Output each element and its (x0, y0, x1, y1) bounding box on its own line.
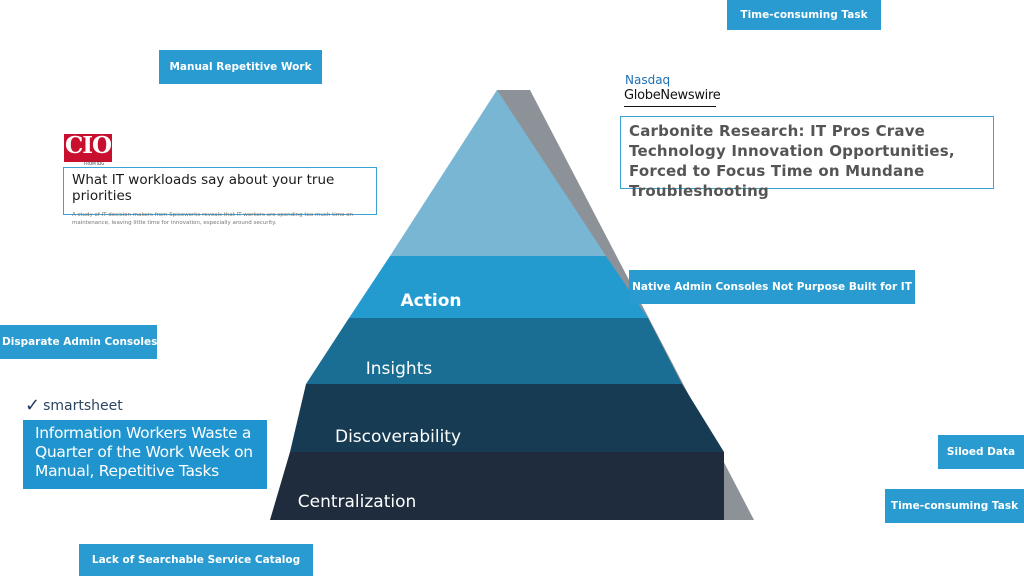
cio-article-description: A study of IT decision makers from Spice… (72, 212, 354, 226)
tag-siloed-data: Siloed Data (938, 435, 1024, 469)
pyramid-label-discoverability: Discoverability (335, 427, 461, 447)
cio-logo-subtitle: FROM IDG (84, 161, 105, 166)
tag-native-admin-consoles: Native Admin Consoles Not Purpose Built … (629, 270, 915, 304)
smartsheet-article-card[interactable]: Information Workers Waste a Quarter of t… (23, 420, 267, 489)
cio-article-card[interactable]: What IT workloads say about your true pr… (63, 167, 377, 226)
tag-time-consuming-top: Time-consuming Task (727, 0, 881, 30)
globenewswire-logo: GlobeNewswire (624, 88, 721, 103)
globenewswire-divider (624, 106, 716, 107)
tag-lack-searchable-catalog: Lack of Searchable Service Catalog (79, 544, 313, 576)
pyramid-label-insights: Insights (366, 359, 433, 379)
pyramid-level-discoverability[interactable] (290, 384, 724, 452)
checkmark-icon: ✓ (25, 395, 41, 416)
nasdaq-logo: Nasdaq (625, 73, 671, 87)
smartsheet-headline: Information Workers Waste a Quarter of t… (35, 424, 253, 480)
smartsheet-brand: smartsheet (43, 398, 123, 414)
pyramid-level-insights[interactable] (306, 318, 682, 384)
pyramid-apex (390, 90, 606, 256)
pyramid-label-centralization: Centralization (298, 492, 417, 512)
smartsheet-logo: ✓ smartsheet (25, 395, 123, 416)
tag-time-consuming-bottom: Time-consuming Task (885, 489, 1024, 523)
pyramid-label-action: Action (401, 291, 462, 311)
tag-manual-repetitive-work: Manual Repetitive Work (159, 50, 322, 84)
tag-disparate-admin-consoles: Disparate Admin Consoles (0, 325, 157, 359)
pyramid-level-action[interactable] (349, 256, 648, 318)
globenewswire-headline: Carbonite Research: IT Pros Crave Techno… (629, 122, 955, 200)
globenewswire-article-card[interactable]: Carbonite Research: IT Pros Crave Techno… (620, 116, 994, 200)
cio-article-title: What IT workloads say about your true pr… (72, 172, 335, 204)
cio-logo: CIO (64, 134, 112, 162)
pyramid-level-centralization[interactable] (270, 452, 724, 520)
